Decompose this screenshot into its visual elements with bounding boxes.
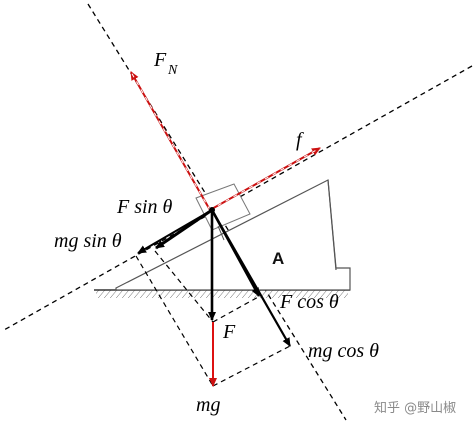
dashed-projection-1 — [135, 255, 214, 387]
dashed-projection-4 — [212, 295, 261, 323]
label-mg-cos-theta: mg cos θ — [308, 340, 379, 362]
label-mg: mg — [196, 394, 220, 416]
mg-sin-theta-arrow — [137, 209, 213, 254]
mg-cos-theta-arrow — [211, 209, 291, 347]
friction-dash-overlay — [209, 147, 321, 211]
point-of-application — [209, 207, 215, 213]
label-fn: F — [153, 49, 167, 71]
dashed-projection-3 — [154, 250, 214, 323]
label-friction: f — [296, 129, 304, 151]
label-force-f: F — [222, 321, 236, 343]
label-f-sin-theta: F sin θ — [116, 196, 173, 218]
label-fn-subscript: N — [167, 63, 178, 78]
incline-wedge-edge — [327, 179, 337, 271]
watermark: 知乎 @野山椒 — [374, 400, 456, 416]
block-a-right-angle-mark — [217, 225, 225, 241]
normal-force-arrow — [130, 71, 211, 211]
label-block-a: A — [272, 249, 284, 268]
label-f-cos-theta: F cos θ — [279, 291, 339, 313]
dashed-projection-2 — [212, 345, 291, 387]
label-mg-sin-theta: mg sin θ — [54, 230, 122, 252]
